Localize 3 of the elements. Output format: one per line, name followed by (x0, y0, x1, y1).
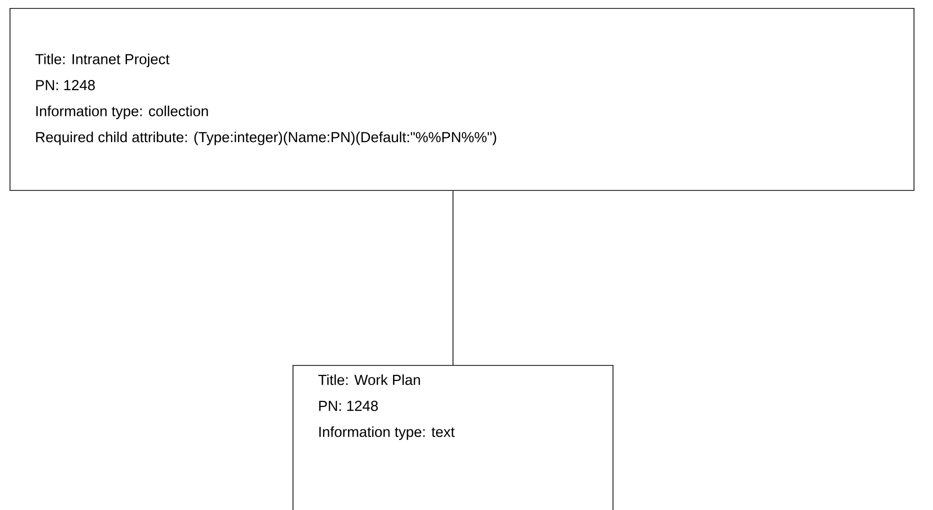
connector-line (452, 190, 454, 366)
record-box: Title: Work Plan PN: 1248 Information type: text (292, 364, 614, 510)
record-box: Title: Intranet Project PN: 1248 Information type: collection Required child attribute: (Type:integer)(Name:PN)(Default:"%%PN%%") (10, 8, 914, 191)
